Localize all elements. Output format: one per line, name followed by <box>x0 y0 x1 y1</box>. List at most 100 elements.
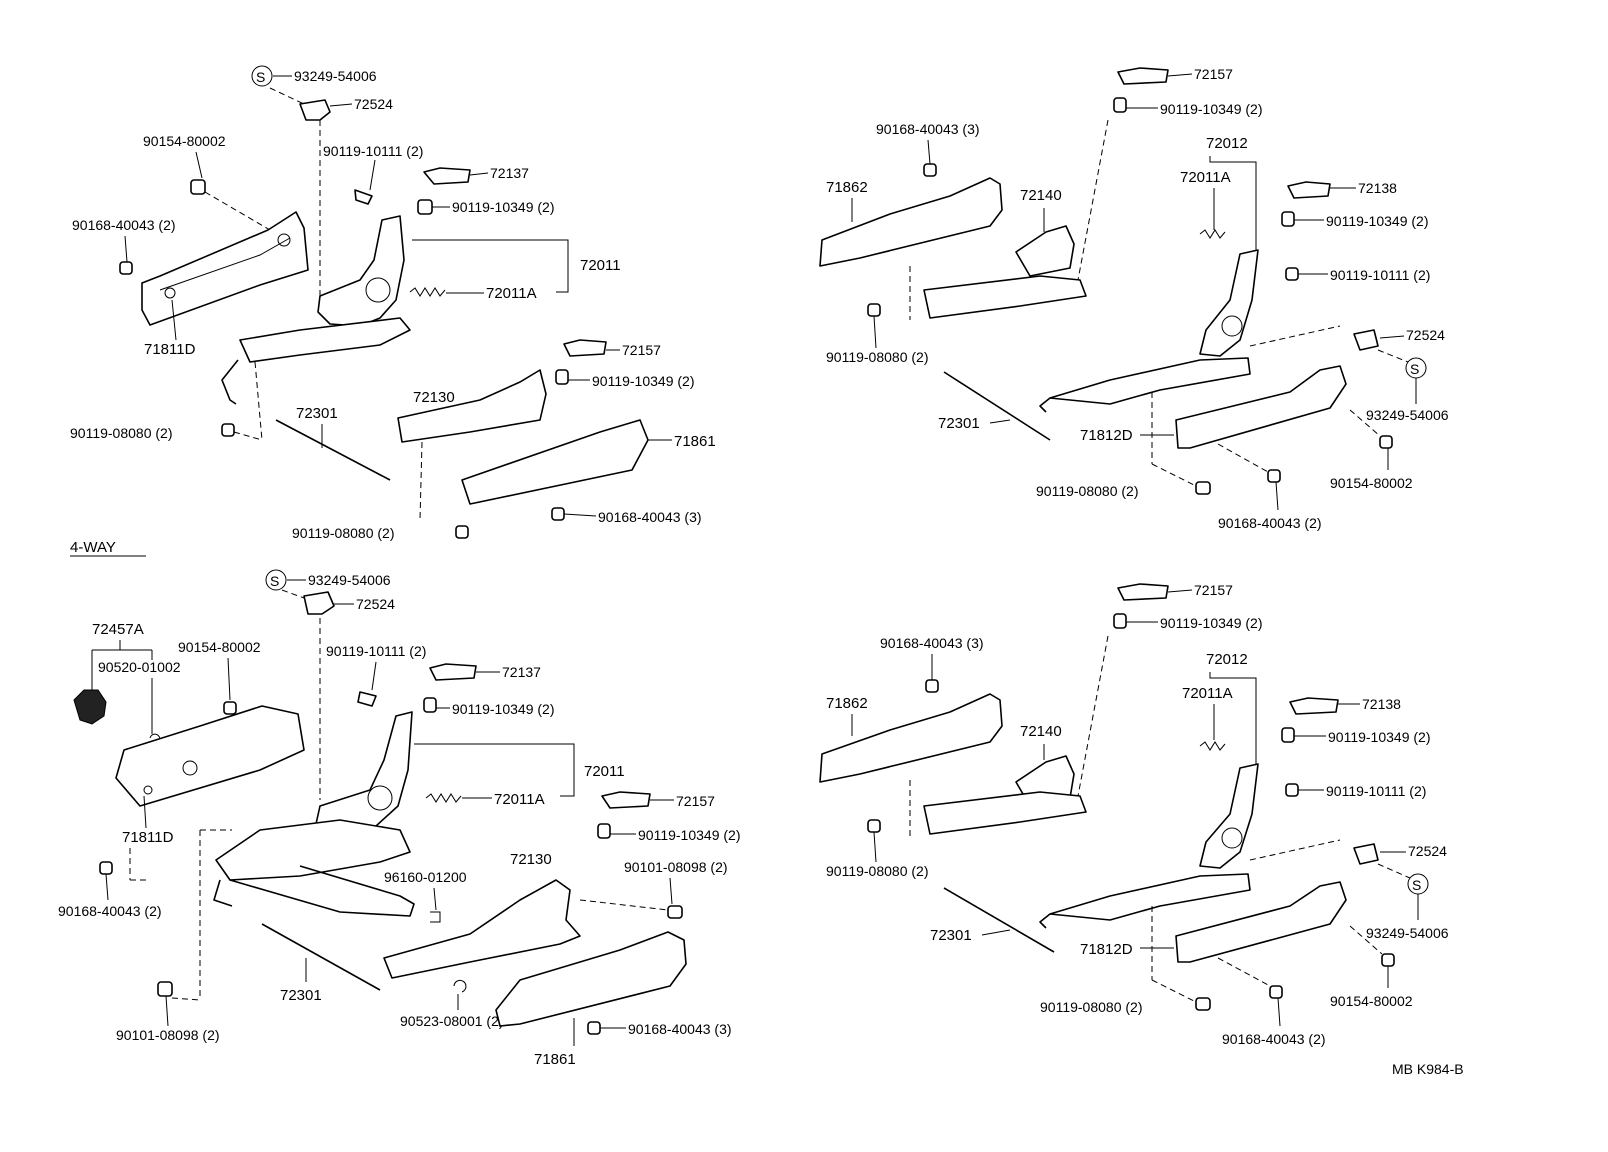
s-symbol: S <box>270 573 279 589</box>
label-72011A: 72011A <box>1182 685 1233 702</box>
label-90119-08080-b: 90119-08080 (2) <box>292 525 394 541</box>
frame-rail-part <box>229 865 415 917</box>
cover-71812D-part <box>1175 881 1347 963</box>
label-72301: 72301 <box>938 415 980 432</box>
label-72524: 72524 <box>1408 843 1447 859</box>
label-72012: 72012 <box>1206 651 1248 668</box>
bracket-72137-part <box>423 167 471 185</box>
bolt-90119-10111-part <box>1285 783 1299 797</box>
label-90119-08080-a: 90119-08080 (2) <box>70 425 172 441</box>
cover-71812D-part <box>1175 365 1347 449</box>
cover-71861-part <box>495 931 687 1027</box>
bracket-72157-part <box>1117 67 1169 85</box>
bracket-72137-part <box>429 663 477 681</box>
bolt-90154-part <box>190 179 206 195</box>
label-72157: 72157 <box>676 793 715 809</box>
label-72011A: 72011A <box>486 285 537 302</box>
s-symbol: S <box>1410 361 1419 377</box>
label-90119-10111: 90119-10111 (2) <box>1326 783 1426 799</box>
spring-72011A-part <box>1199 229 1226 239</box>
rail-lower-part <box>1049 357 1251 405</box>
cover-71862-part <box>819 177 1003 267</box>
label-90119-10349: 90119-10349 (2) <box>1160 615 1262 631</box>
section-title-4-way: 4-WAY <box>70 539 116 556</box>
label-71861: 71861 <box>674 433 716 450</box>
rail-upper-part <box>923 791 1087 835</box>
bolt-90101-08098-b-part <box>157 981 173 997</box>
label-90520-01002: 90520-01002 <box>98 659 181 675</box>
label-72140: 72140 <box>1020 723 1062 740</box>
recliner-72011-part <box>317 215 405 327</box>
label-90168-40043: 90168-40043 (3) <box>876 121 980 137</box>
label-90154-80002: 90154-80002 <box>178 639 261 655</box>
label-72138: 72138 <box>1362 696 1401 712</box>
label-71812D: 71812D <box>1080 427 1133 444</box>
label-90119-08080: 90119-08080 (2) <box>826 863 928 879</box>
label-72301: 72301 <box>930 927 972 944</box>
cover-72524-part <box>1353 843 1379 865</box>
label-71812D: 71812D <box>1080 941 1133 958</box>
release-handle-part <box>213 879 233 907</box>
bolt-90119-10349-b-part <box>555 369 569 385</box>
rod-72301-part <box>943 887 1055 953</box>
bolt-90119-10349-b-part <box>1281 727 1295 743</box>
label-90154-80002: 90154-80002 <box>143 133 226 149</box>
cover-72524-part <box>299 99 331 121</box>
label-90119-08080-b: 90119-08080 (2) <box>1040 999 1142 1015</box>
label-90154-80002: 90154-80002 <box>1330 993 1413 1009</box>
label-96160-01200: 96160-01200 <box>384 869 467 885</box>
label-72011: 72011 <box>584 763 625 780</box>
release-handle-part <box>221 359 239 405</box>
label-90168-40043-b: 90168-40043 (3) <box>598 509 702 525</box>
bolt-90168-b-part <box>551 507 565 521</box>
label-90154-80002: 90154-80002 <box>1330 475 1413 491</box>
cover-72524-part <box>303 591 335 615</box>
assembly-top-right: 72157 90119-10349 (2) 90168-40043 (3) 72… <box>819 66 1449 531</box>
spring-72011A-part <box>409 287 446 297</box>
rail-lower-part <box>1049 873 1251 921</box>
cover-71862-part <box>819 693 1003 783</box>
label-90168-40043: 90168-40043 (2) <box>72 217 176 233</box>
label-90168-40043: 90168-40043 (3) <box>880 635 984 651</box>
drawing-code: MB K984-B <box>1392 1061 1464 1077</box>
bolt-90119-08080-b-part <box>455 525 469 539</box>
label-90119-10349: 90119-10349 (2) <box>452 199 554 215</box>
bracket-72157-part <box>563 339 607 357</box>
s-symbol: S <box>256 69 265 85</box>
assembly-bottom-left: S 93249-54006 72524 72457A 90520-01002 9… <box>58 569 740 1068</box>
label-93249-54006: 93249-54006 <box>1366 925 1449 941</box>
assembly-bottom-right: 72157 90119-10349 (2) 90168-40043 (3) 72… <box>819 582 1449 1047</box>
label-72140: 72140 <box>1020 187 1062 204</box>
label-72137: 72137 <box>490 165 529 181</box>
label-71861: 71861 <box>534 1051 576 1068</box>
bolt-90119-10111-part <box>1285 267 1299 281</box>
label-90119-10349: 90119-10349 (2) <box>452 701 554 717</box>
label-93249-54006: 93249-54006 <box>294 68 377 84</box>
label-90119-10111: 90119-10111 (2) <box>1330 267 1430 283</box>
bolt-90168-b-part <box>1267 469 1281 483</box>
label-90523-08001: 90523-08001 (2) <box>400 1013 504 1029</box>
label-90119-08080-b: 90119-08080 (2) <box>1036 483 1138 499</box>
label-72301: 72301 <box>280 987 322 1004</box>
label-72457A: 72457A <box>92 621 144 638</box>
label-72524: 72524 <box>1406 327 1445 343</box>
release-handle-part <box>1039 913 1051 929</box>
bolt-90101-08098-part <box>667 905 683 919</box>
bolt-90119-10111-part <box>354 189 373 205</box>
bolt-90168-b-part <box>587 1021 601 1035</box>
bracket-72157-part <box>601 791 651 809</box>
cover-72524-part <box>1353 329 1379 351</box>
label-93249-54006: 93249-54006 <box>308 572 391 588</box>
recliner-72012-part <box>1199 249 1259 357</box>
adjuster-72130-part <box>383 879 581 979</box>
bolt-90119-08080-b-part <box>1195 481 1211 495</box>
recliner-72012-part <box>1199 763 1259 869</box>
bolt-90119-10349-part <box>423 697 437 713</box>
label-72157: 72157 <box>1194 582 1233 598</box>
bolt-90119-10349-part <box>417 199 433 215</box>
label-71811D: 71811D <box>144 341 196 358</box>
label-90119-10349-b: 90119-10349 (2) <box>638 827 740 843</box>
bolt-90168-b-part <box>1269 985 1283 999</box>
label-90119-10349: 90119-10349 (2) <box>1160 101 1262 117</box>
